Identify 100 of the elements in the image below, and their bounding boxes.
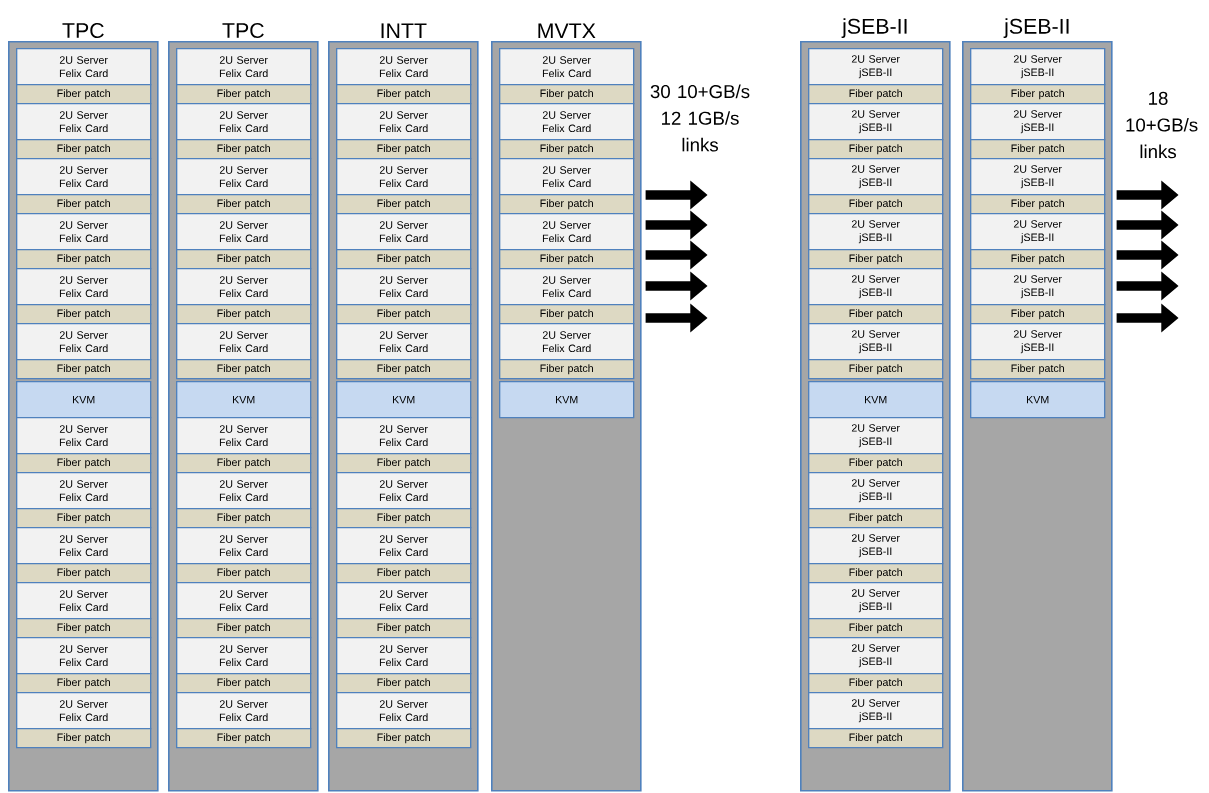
server-box: 2U Server Felix Card <box>176 692 312 730</box>
fiber-patch-box: Fiber patch <box>336 249 472 270</box>
fiber-patch-box: Fiber patch <box>336 563 472 584</box>
node-label: TPC <box>62 22 104 39</box>
fiber-patch-box: Fiber patch <box>499 194 635 215</box>
server-box: 2U Server Felix Card <box>16 158 152 196</box>
fiber-patch-box: Fiber patch <box>336 728 472 749</box>
fiber-patch-box: Fiber patch <box>176 139 312 160</box>
server-box: 2U Server Felix Card <box>176 527 312 565</box>
kvm-box: KVM <box>336 381 472 419</box>
fiber-patch-box: Fiber patch <box>176 618 312 639</box>
fiber-patch-box: Fiber patch <box>970 139 1106 160</box>
server-box: 2U Server Felix Card <box>499 103 635 141</box>
kvm-box: KVM <box>808 381 944 419</box>
fiber-patch-box: Fiber patch <box>176 508 312 529</box>
server-box: 2U Server jSEB-II <box>808 48 944 86</box>
fiber-patch-box: Fiber patch <box>808 508 944 529</box>
fiber-patch-box: Fiber patch <box>16 563 152 584</box>
fiber-patch-box: Fiber patch <box>499 139 635 160</box>
server-box: 2U Server Felix Card <box>16 582 152 620</box>
fiber-patch-box: Fiber patch <box>808 563 944 584</box>
server-box: 2U Server Felix Card <box>499 158 635 196</box>
fiber-patch-box: Fiber patch <box>16 453 152 474</box>
fiber-patch-box: Fiber patch <box>16 249 152 270</box>
kvm-box: KVM <box>970 381 1106 419</box>
fiber-patch-box: Fiber patch <box>176 563 312 584</box>
server-box: 2U Server jSEB-II <box>808 323 944 361</box>
server-box: 2U Server jSEB-II <box>808 472 944 510</box>
server-box: 2U Server jSEB-II <box>970 323 1106 361</box>
server-box: 2U Server jSEB-II <box>970 158 1106 196</box>
server-box: 2U Server Felix Card <box>176 213 312 251</box>
fiber-patch-box: Fiber patch <box>176 728 312 749</box>
fiber-patch-box: Fiber patch <box>808 249 944 270</box>
server-box: 2U Server jSEB-II <box>970 103 1106 141</box>
fiber-patch-box: Fiber patch <box>808 304 944 325</box>
fiber-patch-box: Fiber patch <box>16 84 152 105</box>
fiber-patch-box: Fiber patch <box>808 139 944 160</box>
fiber-patch-box: Fiber patch <box>16 673 152 694</box>
server-box: 2U Server jSEB-II <box>808 268 944 306</box>
kvm-box: KVM <box>499 381 635 419</box>
server-box: 2U Server jSEB-II <box>970 268 1106 306</box>
fiber-patch-box: Fiber patch <box>970 194 1106 215</box>
fiber-patch-box: Fiber patch <box>336 139 472 160</box>
server-box: 2U Server Felix Card <box>336 582 472 620</box>
server-box: 2U Server Felix Card <box>499 213 635 251</box>
server-box: 2U Server Felix Card <box>336 103 472 141</box>
fiber-patch-box: Fiber patch <box>808 673 944 694</box>
server-box: 2U Server Felix Card <box>336 213 472 251</box>
kvm-box: KVM <box>16 381 152 419</box>
server-box: 2U Server Felix Card <box>336 472 472 510</box>
server-box: 2U Server Felix Card <box>499 48 635 86</box>
fiber-patch-box: Fiber patch <box>970 304 1106 325</box>
server-box: 2U Server jSEB-II <box>970 213 1106 251</box>
server-box: 2U Server jSEB-II <box>808 692 944 730</box>
server-box: 2U Server Felix Card <box>336 637 472 675</box>
server-box: 2U Server Felix Card <box>16 323 152 361</box>
fiber-patch-box: Fiber patch <box>970 84 1106 105</box>
fiber-patch-box: Fiber patch <box>808 359 944 380</box>
server-box: 2U Server Felix Card <box>176 323 312 361</box>
server-box: 2U Server Felix Card <box>176 637 312 675</box>
server-box: 2U Server Felix Card <box>336 268 472 306</box>
fiber-patch-box: Fiber patch <box>16 508 152 529</box>
server-box: 2U Server Felix Card <box>16 637 152 675</box>
server-box: 2U Server Felix Card <box>16 103 152 141</box>
kvm-box: KVM <box>176 381 312 419</box>
server-box: 2U Server Felix Card <box>336 692 472 730</box>
fiber-patch-box: Fiber patch <box>16 618 152 639</box>
fiber-patch-box: Fiber patch <box>970 359 1106 380</box>
fiber-patch-box: Fiber patch <box>176 194 312 215</box>
fiber-patch-box: Fiber patch <box>808 728 944 749</box>
fiber-patch-box: Fiber patch <box>499 249 635 270</box>
node-label: TPC <box>222 22 264 39</box>
fiber-patch-box: Fiber patch <box>808 453 944 474</box>
fiber-patch-box: Fiber patch <box>970 249 1106 270</box>
fiber-patch-box: Fiber patch <box>808 618 944 639</box>
server-box: 2U Server jSEB-II <box>970 48 1106 86</box>
fiber-patch-box: Fiber patch <box>176 304 312 325</box>
fiber-patch-box: Fiber patch <box>808 84 944 105</box>
fiber-patch-box: Fiber patch <box>336 359 472 380</box>
server-box: 2U Server jSEB-II <box>808 103 944 141</box>
server-box: 2U Server Felix Card <box>16 48 152 86</box>
server-box: 2U Server Felix Card <box>16 213 152 251</box>
fiber-patch-box: Fiber patch <box>176 453 312 474</box>
fiber-patch-box: Fiber patch <box>16 194 152 215</box>
fiber-patch-box: Fiber patch <box>176 359 312 380</box>
server-box: 2U Server Felix Card <box>16 472 152 510</box>
server-box: 2U Server Felix Card <box>336 527 472 565</box>
server-box: 2U Server jSEB-II <box>808 158 944 196</box>
server-box: 2U Server jSEB-II <box>808 527 944 565</box>
fiber-patch-box: Fiber patch <box>808 194 944 215</box>
server-box: 2U Server Felix Card <box>176 582 312 620</box>
server-box: 2U Server Felix Card <box>16 692 152 730</box>
node-label: jSEB-II <box>841 18 907 39</box>
fiber-patch-box: Fiber patch <box>336 194 472 215</box>
fiber-patch-box: Fiber patch <box>176 84 312 105</box>
fiber-patch-box: Fiber patch <box>336 304 472 325</box>
fiber-patch-box: Fiber patch <box>176 249 312 270</box>
server-box: 2U Server Felix Card <box>176 472 312 510</box>
server-box: 2U Server Felix Card <box>16 268 152 306</box>
server-box: 2U Server Felix Card <box>176 417 312 455</box>
